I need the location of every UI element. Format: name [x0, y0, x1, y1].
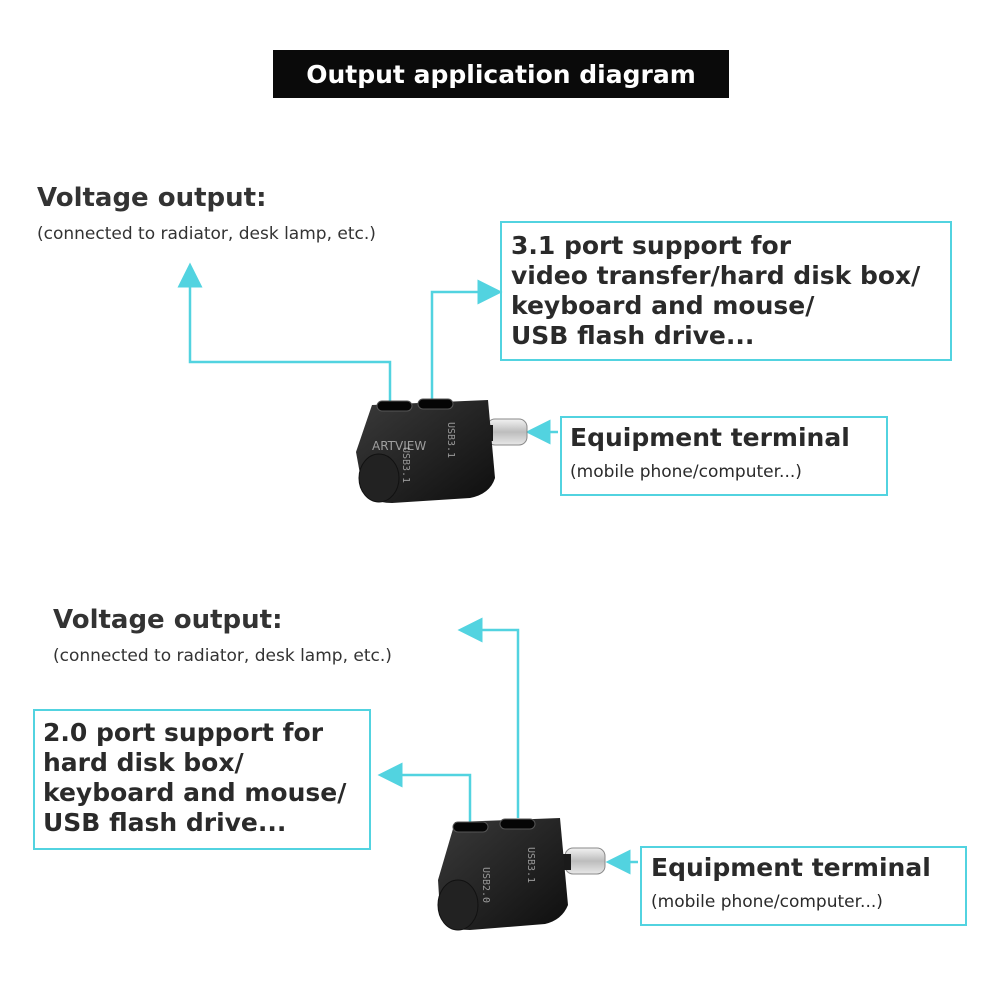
port-support-line: USB flash drive... [511, 321, 755, 350]
usb-adapter-2: USB2.0 USB3.1 [437, 818, 606, 931]
voltage-output-heading-2: Voltage output: [53, 605, 283, 635]
usb-port-left-2 [452, 821, 489, 833]
usb-port-right-2 [499, 818, 536, 830]
arrow-to-port-box-1 [430, 279, 503, 405]
connector-label-1b: USB3.1 [445, 422, 456, 458]
arrow-to-voltage-2 [457, 617, 520, 818]
port-support-line: hard disk box/ [43, 748, 244, 777]
voltage-output-sub-2: (connected to radiator, desk lamp, etc.) [53, 646, 392, 666]
arrows-1 [177, 262, 558, 445]
port-support-line: 3.1 port support for [511, 231, 792, 260]
port-support-box-1 [500, 221, 952, 361]
adapter-bottom-2 [437, 879, 479, 931]
diagram-title: Output application diagram [273, 50, 729, 98]
adapter-bottom-1 [358, 453, 400, 503]
equipment-sub-1: (mobile phone/computer...) [570, 462, 802, 482]
port-support-box-2 [33, 709, 371, 850]
connector-label-1a: USB3.1 [400, 447, 411, 483]
connector-label-2a: USB2.0 [480, 867, 491, 903]
arrows-2 [377, 617, 638, 875]
equipment-sub-2: (mobile phone/computer...) [651, 892, 883, 912]
connector-label-2b: USB3.1 [525, 847, 536, 883]
port-support-line: video transfer/hard disk box/ [511, 261, 921, 290]
port-support-line: keyboard and mouse/ [43, 778, 347, 807]
usb-port-left-1 [376, 400, 413, 412]
watermark: ARTVIEW [372, 439, 426, 453]
equipment-title-1: Equipment terminal [570, 423, 850, 452]
port-support-line: USB flash drive... [43, 808, 287, 837]
usb-adapter-1: USB3.1 USB3.1 ARTVIEW [356, 398, 528, 503]
port-support-line: 2.0 port support for [43, 718, 324, 747]
equipment-box-1 [560, 416, 888, 496]
port-support-text-2: 2.0 port support for hard disk box/ keyb… [43, 718, 346, 838]
usb-port-right-1 [417, 398, 454, 410]
equipment-title-2: Equipment terminal [651, 853, 931, 882]
arrow-to-port-box-2 [377, 762, 472, 828]
port-support-line: keyboard and mouse/ [511, 291, 815, 320]
voltage-output-heading-1: Voltage output: [37, 183, 267, 213]
port-support-text-1: 3.1 port support for video transfer/hard… [511, 231, 920, 351]
arrow-to-voltage-1 [177, 262, 392, 405]
voltage-output-sub-1: (connected to radiator, desk lamp, etc.) [37, 224, 376, 244]
equipment-box-2 [640, 846, 967, 926]
